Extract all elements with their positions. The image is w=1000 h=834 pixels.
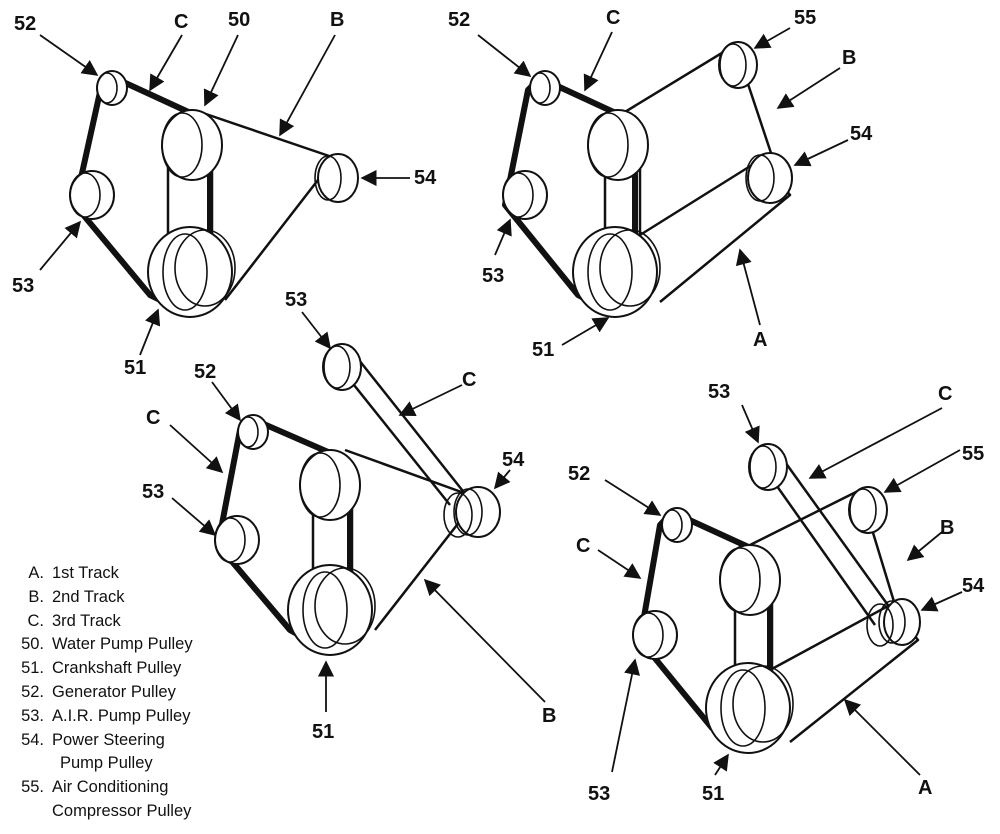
diagram-4: 53 C 55 52 B C 54 53 51 A — [568, 381, 985, 805]
label-53: 53 — [482, 265, 504, 287]
air-pump-pulley — [502, 170, 548, 220]
diagram-1: 52 C 50 B 54 53 51 — [12, 9, 437, 379]
label-53: 53 — [12, 275, 34, 297]
label-b: B — [542, 705, 556, 727]
water-pump-pulley — [587, 109, 649, 181]
label-51: 51 — [532, 339, 554, 361]
water-pump-pulley — [161, 109, 223, 181]
label-a: A — [918, 777, 932, 799]
label-51: 51 — [312, 721, 334, 743]
label-c: C — [576, 535, 590, 557]
legend-item-52: 52.Generator Pulley — [21, 682, 176, 701]
air-pump-pulley-upper — [748, 443, 788, 491]
label-51: 51 — [702, 783, 724, 805]
legend-item-55: 55.Air Conditioning — [21, 778, 169, 797]
label-a: A — [753, 329, 767, 351]
label-b: B — [330, 9, 344, 31]
crankshaft-pulley — [287, 564, 376, 656]
crankshaft-pulley — [705, 662, 794, 754]
ac-compressor-pulley — [718, 41, 758, 89]
power-steering-pulley — [866, 598, 921, 647]
air-pump-pulley — [632, 610, 678, 660]
legend-item-50: 50.Water Pump Pulley — [21, 635, 193, 654]
label-b: B — [842, 47, 856, 69]
water-pump-pulley — [719, 544, 781, 616]
legend-item-55-continuation: Compressor Pulley — [52, 801, 192, 820]
label-53-top: 53 — [285, 289, 307, 311]
air-pump-pulley — [214, 515, 260, 565]
generator-pulley — [529, 70, 561, 106]
generator-pulley — [96, 70, 128, 106]
label-c: C — [146, 407, 160, 429]
label-52: 52 — [14, 13, 36, 35]
air-pump-pulley-upper — [322, 343, 362, 391]
power-steering-pulley — [443, 486, 501, 538]
label-53: 53 — [588, 783, 610, 805]
generator-pulley — [661, 507, 693, 543]
power-steering-pulley — [745, 152, 793, 204]
label-54: 54 — [962, 575, 985, 597]
label-53: 53 — [142, 481, 164, 503]
diagram-3: 53 C 52 C 54 53 51 B — [142, 289, 556, 743]
legend-item-54: 54.Power Steering — [21, 730, 165, 749]
label-51: 51 — [124, 357, 146, 379]
label-b: B — [940, 517, 954, 539]
label-54: 54 — [850, 123, 873, 145]
legend-item-51: 51.Crankshaft Pulley — [21, 659, 182, 678]
legend-item-c: C.3rd Track — [27, 611, 121, 630]
label-c-top: C — [462, 369, 476, 391]
label-54: 54 — [414, 167, 437, 189]
label-55: 55 — [962, 443, 984, 465]
label-c: C — [174, 11, 188, 33]
legend-item-54-continuation: Pump Pulley — [60, 754, 153, 773]
label-53-top: 53 — [708, 381, 730, 403]
crankshaft-pulley — [147, 226, 236, 318]
label-50: 50 — [228, 9, 250, 31]
legend-item-53: 53.A.I.R. Pump Pulley — [21, 706, 191, 725]
air-pump-pulley — [69, 170, 115, 220]
ac-compressor-pulley — [848, 486, 888, 534]
crankshaft-pulley — [572, 226, 661, 318]
legend: A.1st Track B.2nd Track C.3rd Track 50.W… — [8, 562, 193, 824]
generator-pulley — [237, 414, 269, 450]
label-55: 55 — [794, 7, 816, 29]
label-52: 52 — [194, 361, 216, 383]
legend-item-b: B.2nd Track — [28, 587, 125, 606]
label-52: 52 — [448, 9, 470, 31]
water-pump-pulley — [299, 449, 361, 521]
label-54: 54 — [502, 449, 525, 471]
diagram-2: 52 C 55 B 54 53 51 A — [448, 7, 873, 361]
label-c-top: C — [938, 383, 952, 405]
label-52: 52 — [568, 463, 590, 485]
legend-item-a: A.1st Track — [28, 564, 119, 582]
label-c: C — [606, 7, 620, 29]
power-steering-pulley — [314, 153, 359, 203]
